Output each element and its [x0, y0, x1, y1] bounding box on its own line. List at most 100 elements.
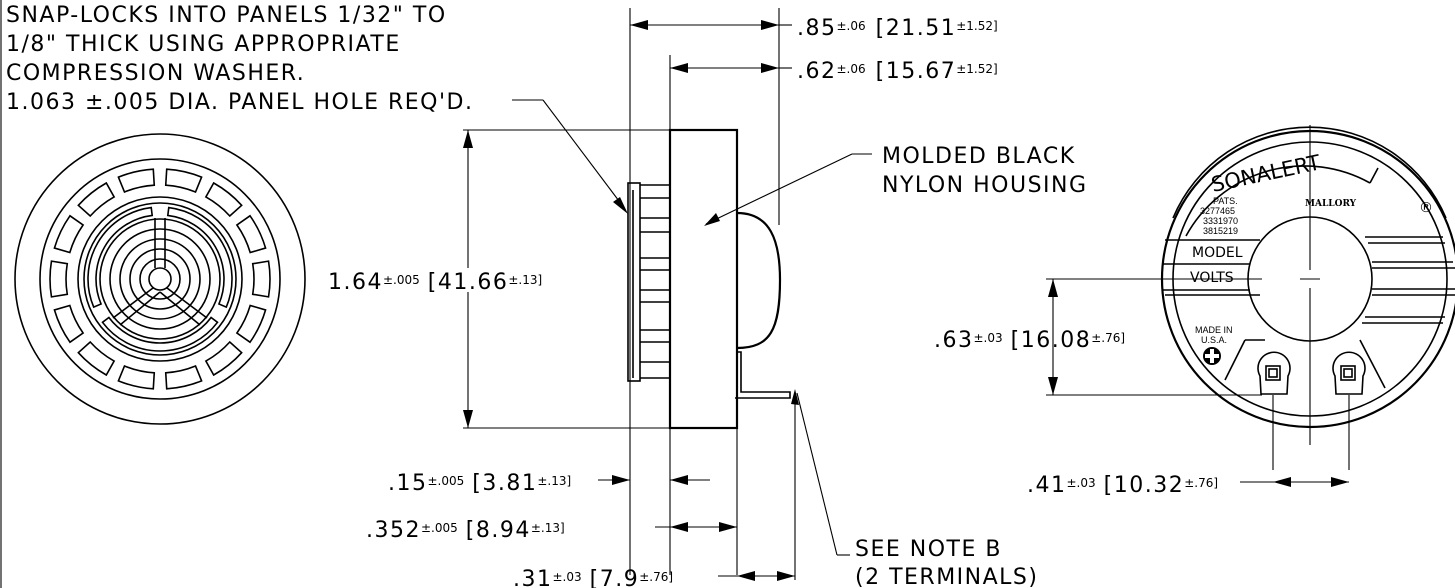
rear-label-banner-top — [1172, 126, 1447, 219]
terminal-note-line-2: (2 TERMINALS) — [855, 565, 1038, 588]
dim-overall-tol: ±.06 — [837, 19, 866, 33]
front-view-outer-slot-6 — [204, 340, 243, 377]
dim-diameter-arrow-top — [463, 130, 473, 148]
terminal-note-arrowhead — [791, 389, 799, 405]
rear-label-banner-end — [1369, 167, 1379, 184]
dim-terminal-height-tol: ±.03 — [974, 331, 1003, 345]
front-view-spoke-left-b — [119, 291, 161, 326]
dim-terminal-length-label: .31±.03[7.9±.76] — [513, 567, 673, 588]
dim-diameter-metric-tol: ±.13] — [508, 273, 542, 287]
dim-face-terminal-nominal: .352 — [366, 518, 421, 543]
dim-diameter-arrow-bottom — [463, 410, 473, 428]
front-view-outer-slot-5 — [235, 304, 267, 344]
rear-patent-2: 3331970 — [1203, 216, 1238, 226]
dim-diameter-tol: ±.005 — [383, 273, 420, 287]
dim-terminal-spacing-arrow-left — [1273, 477, 1291, 487]
dim-diameter-metric: [41.66 — [428, 270, 509, 295]
rear-terminal-right-square — [1340, 365, 1356, 381]
front-view-inner-slot-3 — [87, 206, 154, 309]
dim-terminal-spacing-tol: ±.03 — [1067, 476, 1096, 490]
mounting-note-line-3: COMPRESSION WASHER. — [6, 61, 305, 86]
front-view-spoke-right-a — [166, 287, 208, 319]
dim-terminal-spacing-label: .41±.03 [10.32±.76] — [1027, 473, 1218, 498]
dim-flange-arrow-left — [612, 475, 630, 485]
front-view-outer-slot-3 — [235, 214, 267, 254]
front-view-outer-slot-12 — [53, 214, 85, 254]
dim-terminal-spacing-arrow-right — [1331, 477, 1349, 487]
front-view-outer-slot-1 — [164, 168, 203, 194]
rear-patent-3: 3815219 — [1203, 226, 1238, 236]
mounting-note-arrowhead — [613, 197, 628, 214]
dim-face-terminal-arrow-left — [670, 522, 688, 532]
dim-terminal-length-metric-tol: ±.76] — [639, 570, 673, 584]
dim-face-terminal-metric-tol: ±.13] — [531, 521, 565, 535]
rear-terminal-left-square — [1265, 365, 1281, 381]
dim-terminal-height-nominal: .63 — [934, 328, 974, 353]
front-view-outer-slot-8 — [117, 364, 156, 390]
side-view: MOLDED BLACK NYLON HOUSING SEE NOTE B (2… — [328, 8, 1088, 588]
front-view-inner-ring-1 — [77, 196, 243, 362]
dim-diameter-nominal: 1.64 — [328, 270, 383, 295]
mounting-note-line-1: SNAP-LOCKS INTO PANELS 1/32" TO — [6, 3, 447, 28]
mounting-note-line-2: 1/8" THICK USING APPROPRIATE — [6, 32, 401, 57]
housing-dome — [736, 211, 782, 350]
housing-note-line-1: MOLDED BLACK — [882, 144, 1076, 169]
front-view-inner-slot-1 — [166, 206, 233, 309]
rear-patents-title: PATS. — [1213, 196, 1238, 206]
dim-overall-nominal: .85 — [797, 16, 837, 41]
front-view-spoke-right-b — [159, 291, 201, 326]
front-view-grille-ring — [39, 158, 281, 400]
dim-body-tol: ±.06 — [837, 62, 866, 76]
dim-overall-length-label: .85±.06[21.51±1.52] — [797, 16, 998, 41]
dim-flange-tol: ±.005 — [428, 474, 465, 488]
dim-terminal-spacing-metric-tol: ±.76] — [1184, 476, 1218, 490]
dim-flange-label: .15±.005[3.81±.13] — [388, 471, 571, 496]
rear-label-banner-inner — [1185, 165, 1371, 237]
dim-body-metric: [15.67 — [876, 59, 957, 84]
dim-terminal-spacing-metric: [10.32 — [1104, 473, 1185, 498]
front-view-center-hub — [148, 267, 172, 291]
front-view-outer-slot-13 — [77, 181, 116, 218]
rear-maker-label: MALLORY — [1305, 199, 1357, 209]
dim-terminal-height-metric-tol: ±.76] — [1091, 331, 1125, 345]
front-view-spoke-left-a — [112, 287, 154, 319]
dim-body-nominal: .62 — [797, 59, 837, 84]
dim-body-arrow-right — [761, 63, 779, 73]
mounting-note-line-4: 1.063 ±.005 DIA. PANEL HOLE REQ'D. — [6, 90, 473, 115]
rear-usa: U.S.A. — [1201, 335, 1227, 345]
dim-face-terminal-arrow-right — [719, 522, 737, 532]
dim-body-length-label: .62±.06[15.67±1.52] — [797, 59, 998, 84]
front-view-inner-slots — [87, 206, 233, 352]
dim-terminal-spacing-nominal: .41 — [1027, 473, 1067, 498]
front-view-cone-3 — [119, 238, 201, 320]
rear-patent-1: 3277465 — [1200, 206, 1235, 216]
terminal-note-line-1: SEE NOTE B — [855, 537, 1002, 562]
dim-terminal-length-tol: ±.03 — [553, 570, 582, 584]
mounting-note: SNAP-LOCKS INTO PANELS 1/32" TO 1/8" THI… — [6, 3, 628, 214]
rear-terminal-right-tab — [1332, 351, 1366, 395]
dim-terminal-length-arrow-left — [737, 571, 755, 581]
front-view-outer-slot-10 — [53, 304, 85, 344]
rear-terminal-right — [1332, 351, 1366, 395]
rear-terminal-right-hole — [1343, 368, 1353, 378]
dim-diameter-label: 1.64±.005 [41.66±.13] — [328, 270, 542, 295]
rear-terminal-left-tab — [1257, 351, 1291, 395]
dim-terminal-length-metric: [7.9 — [590, 567, 640, 588]
dim-face-terminal-label: .352±.005[8.94±.13] — [366, 518, 565, 543]
housing-note-line-2: NYLON HOUSING — [882, 173, 1088, 198]
housing-note-arrowhead — [704, 213, 720, 226]
front-view-cone-5 — [139, 258, 181, 300]
dim-terminal-length-arrow-right — [777, 571, 795, 581]
dim-flange-metric: [3.81 — [472, 471, 537, 496]
front-view-cone-4 — [129, 248, 191, 310]
housing-note-leader — [705, 153, 853, 225]
front-view-inner-slot-2 — [101, 316, 219, 352]
front-view-outer-slots — [49, 168, 271, 390]
dim-terminal-height-arrow-bottom — [1048, 377, 1058, 395]
front-view-outer-slot-14 — [117, 168, 156, 194]
dim-face-terminal-metric: [8.94 — [466, 518, 531, 543]
rear-model-label: MODEL — [1192, 245, 1243, 261]
housing-body — [668, 128, 739, 430]
dim-overall-arrow-left — [630, 20, 648, 30]
